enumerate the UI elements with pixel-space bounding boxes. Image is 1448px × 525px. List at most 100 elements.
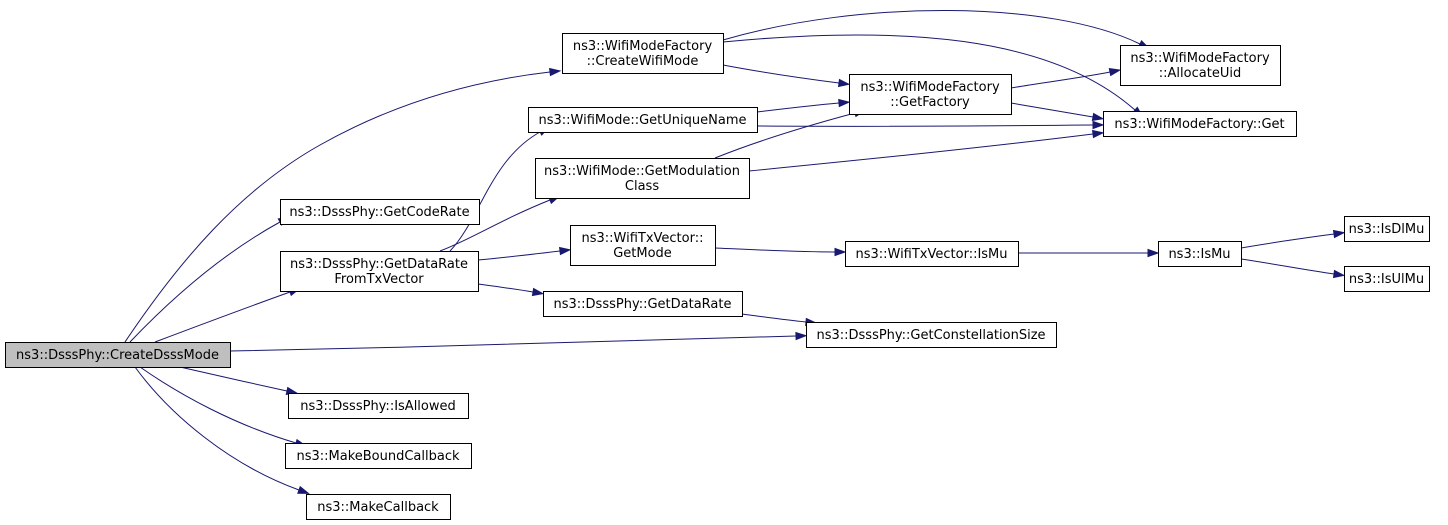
node-label: ns3::WifiModeFactory: [573, 39, 713, 54]
edge-line: [1010, 102, 1094, 118]
node-factory-get[interactable]: ns3::WifiModeFactory::Get: [1103, 111, 1297, 137]
edge-is-mu-to-is-ul-mu: [1240, 258, 1346, 279]
node-box: [1120, 45, 1281, 86]
node-label: ::GetFactory: [890, 95, 970, 110]
arrowhead-icon: [1108, 67, 1122, 77]
node-get-code-rate[interactable]: ns3::DsssPhy::GetCodeRate: [280, 199, 480, 225]
arrowhead-icon: [838, 98, 851, 108]
node-get-data-rate[interactable]: ns3::DsssPhy::GetDataRate: [543, 291, 743, 317]
node-box: [288, 393, 469, 419]
node-box: [806, 322, 1057, 348]
node-label: ns3::DsssPhy::GetDataRate: [554, 297, 732, 312]
arrowhead-icon: [559, 246, 572, 256]
node-label: ns3::WifiTxVector::: [581, 231, 703, 246]
arrowhead-icon: [549, 67, 562, 77]
node-is-mu[interactable]: ns3::IsMu: [1158, 241, 1242, 267]
node-label: ns3::DsssPhy::GetDataRate: [290, 257, 468, 272]
arrowhead-icon: [837, 78, 851, 88]
node-txvector-is-mu[interactable]: ns3::WifiTxVector::IsMu: [845, 241, 1019, 267]
node-label: Class: [625, 179, 659, 194]
edge-line: [449, 131, 541, 252]
node-label: ns3::WifiTxVector::IsMu: [855, 247, 1007, 262]
edge-line: [741, 313, 807, 323]
node-box: [845, 241, 1019, 267]
node-label: ns3::IsDlMu: [1349, 222, 1425, 237]
arrowhead-icon: [1091, 129, 1105, 139]
edge-line: [477, 250, 561, 261]
edge-get-data-rate-from-txvector-to-get-data-rate: [477, 283, 545, 297]
node-label: GetMode: [613, 246, 672, 261]
node-box: [1344, 216, 1430, 242]
node-label: ns3::IsMu: [1168, 247, 1230, 262]
edge-get-mode-to-txvector-is-mu: [714, 247, 847, 257]
edge-line: [139, 366, 297, 444]
edge-get-factory-to-allocate-uid: [1010, 67, 1122, 89]
edge-create-dsss-mode-to-get-code-rate: [129, 216, 291, 343]
node-is-allowed[interactable]: ns3::DsssPhy::IsAllowed: [288, 393, 469, 419]
edge-is-mu-to-is-dl-mu: [1240, 229, 1346, 249]
node-box: [280, 199, 480, 225]
edge-line: [477, 283, 534, 293]
node-box: [528, 107, 758, 133]
node-box: [5, 342, 231, 368]
edge-line: [714, 247, 836, 253]
node-allocate-uid[interactable]: ns3::WifiModeFactory::AllocateUid: [1120, 45, 1281, 86]
edge-get-unique-name-to-get-factory: [756, 98, 851, 113]
node-label: ns3::DsssPhy::CreateDsssMode: [16, 348, 219, 363]
edge-create-dsss-mode-to-make-bound-callback: [139, 366, 308, 447]
node-label: ns3::IsUlMu: [1349, 272, 1424, 287]
arrowhead-icon: [531, 287, 545, 297]
edge-txvector-is-mu-to-is-mu: [1018, 248, 1160, 258]
node-create-dsss-mode[interactable]: ns3::DsssPhy::CreateDsssMode: [5, 342, 231, 368]
edge-line: [1240, 258, 1335, 275]
edge-line: [722, 64, 840, 84]
node-label: ns3::DsssPhy::IsAllowed: [300, 399, 456, 414]
node-get-factory[interactable]: ns3::WifiModeFactory::GetFactory: [849, 74, 1012, 115]
arrowhead-icon: [1332, 269, 1346, 279]
edge-line: [134, 366, 300, 491]
node-box: [849, 74, 1012, 115]
node-box: [1344, 266, 1430, 292]
edge-get-modulation-class-to-factory-get: [748, 129, 1105, 172]
node-box: [1158, 241, 1242, 267]
node-box: [1103, 111, 1297, 137]
edge-get-data-rate-to-get-constellation-size: [741, 313, 818, 327]
node-label: ns3::WifiMode::GetUniqueName: [539, 113, 747, 128]
arrowhead-icon: [1091, 112, 1105, 122]
node-get-constellation-size[interactable]: ns3::DsssPhy::GetConstellationSize: [806, 322, 1057, 348]
node-get-unique-name[interactable]: ns3::WifiMode::GetUniqueName: [528, 107, 758, 133]
arrowhead-icon: [1092, 120, 1105, 130]
node-get-mode[interactable]: ns3::WifiTxVector::GetMode: [570, 225, 716, 266]
node-is-ul-mu[interactable]: ns3::IsUlMu: [1344, 266, 1430, 292]
edge-create-dsss-mode-to-get-constellation-size: [229, 331, 808, 352]
edge-get-data-rate-from-txvector-to-get-unique-name: [449, 126, 551, 252]
edge-line: [722, 9, 1141, 45]
node-label: ns3::MakeCallback: [317, 500, 439, 515]
node-make-bound-callback[interactable]: ns3::MakeBoundCallback: [285, 443, 472, 469]
edge-line: [756, 102, 840, 113]
node-label: ns3::MakeBoundCallback: [296, 449, 460, 464]
node-box: [285, 443, 472, 469]
edge-line: [439, 199, 551, 252]
node-create-wifi-mode[interactable]: ns3::WifiModeFactory::CreateWifiMode: [562, 33, 724, 74]
edge-get-data-rate-from-txvector-to-get-mode: [477, 246, 572, 261]
edge-get-factory-to-factory-get: [1010, 102, 1105, 122]
edge-line: [714, 112, 856, 159]
node-label: FromTxVector: [334, 272, 424, 287]
edge-line: [229, 335, 797, 352]
edge-line: [129, 221, 281, 343]
edge-create-dsss-mode-to-is-allowed: [179, 366, 299, 396]
edge-create-wifi-mode-to-allocate-uid: [722, 9, 1151, 50]
edge-get-unique-name-to-factory-get: [756, 120, 1105, 130]
node-make-callback[interactable]: ns3::MakeCallback: [306, 494, 451, 520]
node-label: ns3::DsssPhy::GetConstellationSize: [816, 328, 1045, 343]
node-is-dl-mu[interactable]: ns3::IsDlMu: [1344, 216, 1430, 242]
node-label: ns3::WifiMode::GetModulation: [544, 164, 740, 179]
node-box: [535, 158, 750, 199]
node-box: [280, 251, 479, 292]
node-label: ns3::WifiModeFactory::Get: [1114, 117, 1284, 132]
node-box: [306, 494, 451, 520]
